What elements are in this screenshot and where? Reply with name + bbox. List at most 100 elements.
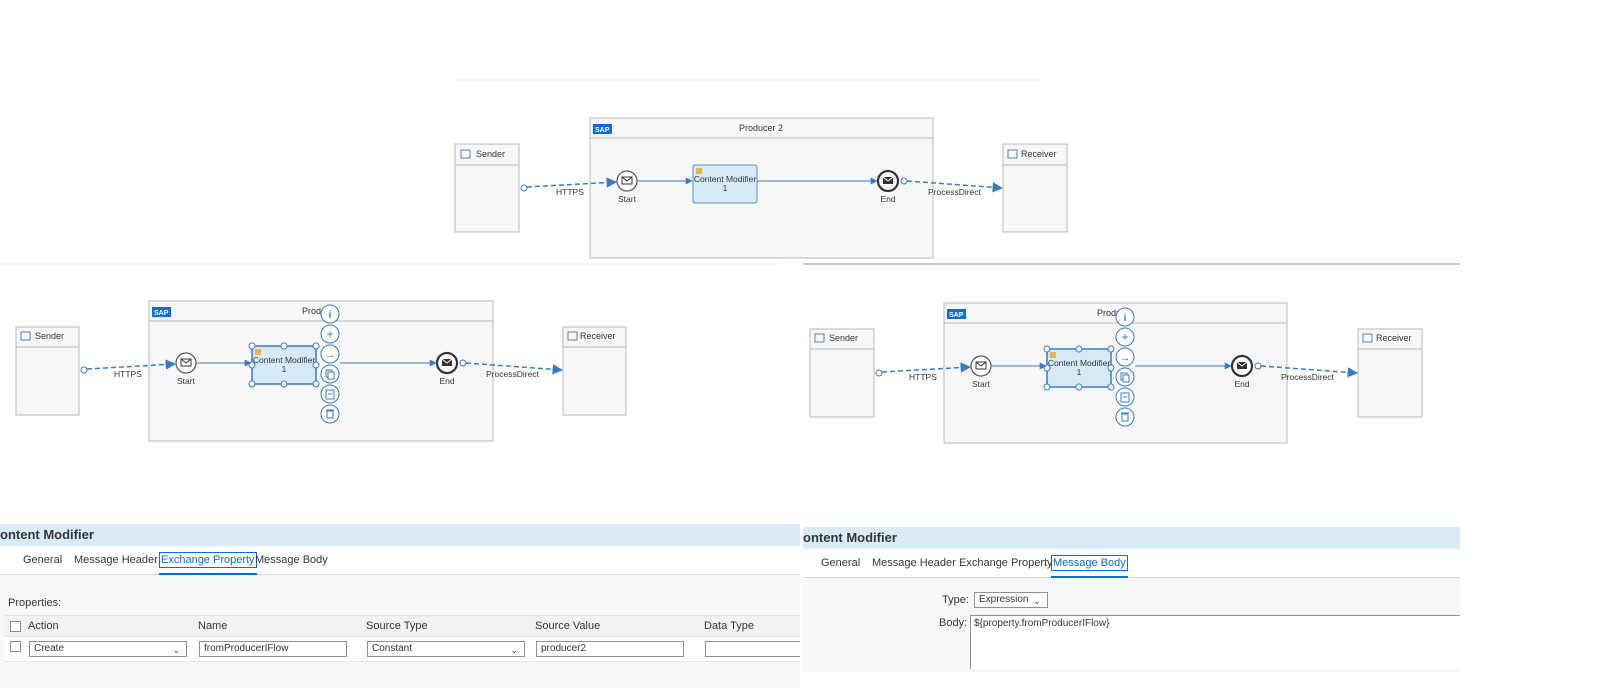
resize-handle[interactable] (248, 342, 256, 350)
svg-text:Sender: Sender (829, 333, 858, 343)
column-source-type: Source Type (366, 620, 428, 632)
add-icon[interactable]: + (1115, 327, 1135, 347)
receiver-participant[interactable]: Receiver (1357, 328, 1423, 418)
sender-participant[interactable]: Sender (454, 143, 520, 233)
resize-handle[interactable] (1107, 364, 1115, 372)
resize-handle[interactable] (248, 380, 256, 388)
tab-message-body[interactable]: Message Body (255, 554, 328, 566)
diagram-right: Sender SAP Produ Start Content Modifier … (809, 302, 1423, 444)
svg-text:Start: Start (618, 194, 637, 204)
delete-icon[interactable] (1115, 407, 1135, 427)
start-event[interactable]: Start (175, 352, 197, 386)
resize-handle[interactable] (1075, 383, 1083, 391)
receiver-channel[interactable]: ProcessDirect (900, 177, 1004, 197)
panel-resize-grip[interactable]: ··· (1323, 527, 1333, 536)
tab-general[interactable]: General (821, 557, 861, 569)
info-icon[interactable]: i (320, 304, 340, 324)
sender-participant[interactable]: Sender (809, 328, 875, 418)
participant-icon (1362, 333, 1373, 343)
chevron-down-icon: ⌄ (1033, 596, 1041, 606)
panel-body: Type: Expression ⌄ Body: ${property.from… (803, 578, 1460, 672)
resize-handle[interactable] (1107, 383, 1115, 391)
svg-text:Receiver: Receiver (1021, 149, 1057, 159)
svg-text:Receiver: Receiver (580, 331, 616, 341)
pool-title: Produ (1097, 308, 1121, 318)
svg-text:1: 1 (1077, 367, 1082, 377)
step-type-icon (696, 168, 702, 174)
svg-text:SAP: SAP (595, 127, 610, 134)
row-checkbox[interactable] (10, 641, 21, 652)
integration-pool[interactable]: SAP Produ (943, 302, 1288, 444)
info-icon[interactable]: i (1115, 307, 1135, 327)
end-event[interactable]: End (1230, 354, 1254, 389)
sap-logo (593, 124, 612, 134)
tab-bar: General Message Header Exchange Property… (803, 549, 1460, 578)
paste-icon[interactable] (320, 384, 340, 404)
body-textarea[interactable]: ${property.fromProducerIFlow} (970, 615, 1460, 669)
svg-text:ProcessDirect: ProcessDirect (928, 187, 982, 197)
svg-text:Sender: Sender (35, 331, 64, 341)
resize-handle[interactable] (1107, 345, 1115, 353)
svg-text:SAP: SAP (949, 312, 964, 319)
svg-text:Content Modifier: Content Modifier (253, 355, 316, 365)
sender-channel[interactable]: HTTPS (875, 362, 972, 382)
sender-participant[interactable]: Sender (15, 326, 80, 416)
resize-handle[interactable] (1043, 345, 1051, 353)
sender-channel[interactable]: HTTPS (520, 177, 618, 197)
content-modifier-step[interactable]: Content Modifier 1 (692, 164, 758, 204)
resize-handle[interactable] (1043, 383, 1051, 391)
source-type-select[interactable]: Constant ⌄ (367, 641, 525, 657)
receiver-participant[interactable]: Receiver (1002, 143, 1068, 233)
name-input[interactable]: fromProducerIFlow (199, 641, 347, 657)
resize-handle[interactable] (280, 342, 288, 350)
start-event[interactable]: Start (616, 170, 638, 204)
end-event[interactable]: End (435, 351, 459, 386)
receiver-channel[interactable]: ProcessDirect (459, 359, 564, 379)
action-select[interactable]: Create ⌄ (29, 641, 187, 657)
type-select[interactable]: Expression ⌄ (974, 592, 1048, 608)
column-data-type: Data Type (704, 620, 754, 632)
connect-arrow-icon[interactable]: → (320, 344, 340, 364)
content-modifier-step[interactable]: Content Modifier 1 (1043, 345, 1115, 391)
paste-icon[interactable] (1115, 387, 1135, 407)
resize-handle[interactable] (280, 380, 288, 388)
content-modifier-step[interactable]: Content Modifier 1 (248, 342, 320, 388)
svg-text:SAP: SAP (154, 310, 169, 317)
source-value-input[interactable]: producer2 (536, 641, 684, 657)
data-type-input[interactable] (705, 641, 800, 657)
svg-text:End: End (1234, 379, 1249, 389)
tab-message-header[interactable]: Message Header (872, 557, 956, 569)
sender-channel[interactable]: HTTPS (80, 359, 177, 379)
tab-general[interactable]: General (23, 554, 63, 566)
table-header: Action Name Source Type Source Value Dat… (4, 615, 800, 637)
svg-text:i: i (329, 310, 332, 321)
delete-icon[interactable] (320, 404, 340, 424)
tab-exchange-property[interactable]: Exchange Property (959, 557, 1053, 569)
tab-exchange-property[interactable]: Exchange Property (159, 552, 257, 575)
connect-arrow-icon[interactable]: → (1115, 347, 1135, 367)
resize-handle[interactable] (312, 342, 320, 350)
select-all-checkbox[interactable] (10, 621, 21, 632)
body-label: Body: (939, 617, 968, 629)
start-event[interactable]: Start (970, 355, 992, 389)
resize-handle[interactable] (312, 361, 320, 369)
panel-body: Properties: Action Name Source Type Sour… (0, 575, 800, 688)
sap-logo (947, 309, 966, 319)
panel-resize-grip[interactable]: ··· (524, 524, 534, 533)
tab-message-header[interactable]: Message Header (74, 554, 158, 566)
receiver-channel[interactable]: ProcessDirect (1254, 362, 1359, 382)
resize-handle[interactable] (1075, 345, 1083, 353)
pool-title: Produ (302, 306, 326, 316)
add-icon[interactable]: + (320, 324, 340, 344)
receiver-participant[interactable]: Receiver (562, 326, 627, 416)
participant-icon (460, 149, 471, 159)
svg-text:+: + (1121, 330, 1128, 344)
copy-icon[interactable] (1115, 367, 1135, 387)
tab-message-body[interactable]: Message Body (1051, 555, 1128, 578)
svg-text:HTTPS: HTTPS (556, 187, 584, 197)
end-event[interactable]: End (876, 169, 900, 204)
integration-pool[interactable]: SAP Producer 2 (589, 117, 934, 259)
resize-handle[interactable] (312, 380, 320, 388)
copy-icon[interactable] (320, 364, 340, 384)
column-action: Action (28, 620, 59, 632)
